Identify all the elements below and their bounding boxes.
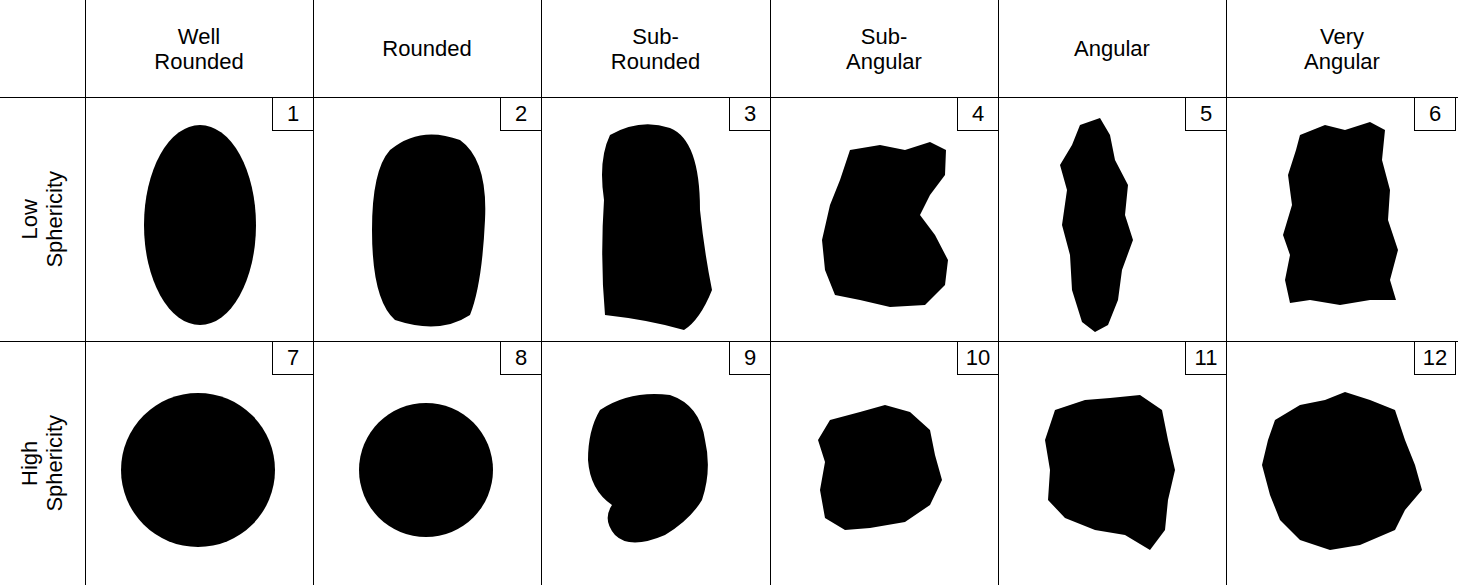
column-header: Sub-Angular — [824, 24, 944, 75]
grain-shapes — [121, 118, 1422, 550]
column-header: Very Angular — [1282, 24, 1402, 75]
callout-number: 6 — [1414, 97, 1456, 131]
callout-number: 10 — [957, 341, 999, 375]
column-header: Sub-Rounded — [596, 24, 716, 75]
column-header: Rounded — [367, 36, 487, 61]
callout-number: 12 — [1414, 341, 1456, 375]
callout-number: 2 — [500, 97, 542, 131]
callout-number: 5 — [1185, 97, 1227, 131]
callout-number: 1 — [272, 97, 314, 131]
column-header: Angular — [1052, 36, 1172, 61]
callout-number: 11 — [1185, 341, 1227, 375]
callout-number: 9 — [729, 341, 771, 375]
row-header: High Sphericity — [17, 398, 68, 528]
callout-number: 7 — [272, 341, 314, 375]
row-header: Low Sphericity — [17, 154, 68, 284]
callout-number: 8 — [500, 341, 542, 375]
callout-number: 4 — [957, 97, 999, 131]
column-header: Well Rounded — [139, 24, 259, 75]
callout-number: 3 — [729, 97, 771, 131]
